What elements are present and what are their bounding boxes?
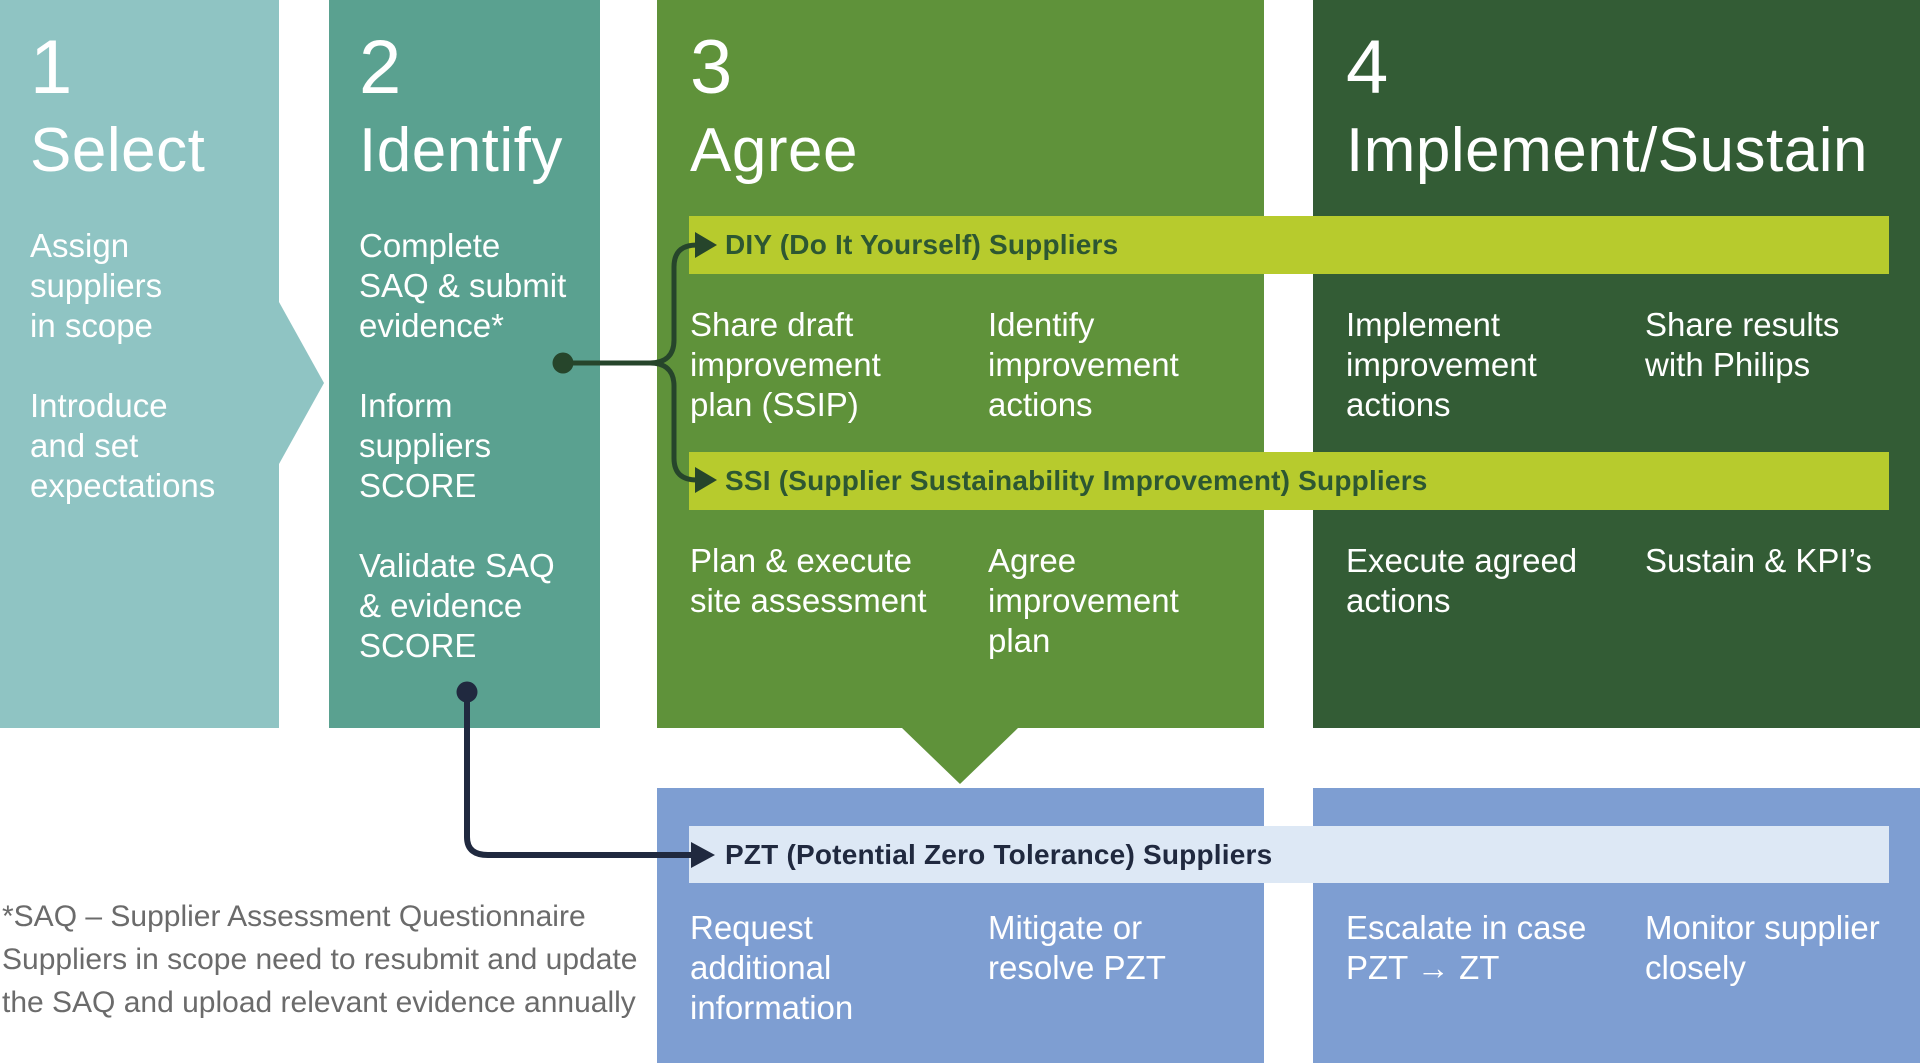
pzt-banner-label: PZT (Potential Zero Tolerance) Suppliers [725,838,1273,870]
step4-item-sustain-kpi: Sustain & KPI’s [1645,542,1872,579]
step1-item-assign: Assign suppliers in scope [30,227,163,344]
step4-item-execute-agreed: Execute agreed actions [1346,542,1578,619]
pzt-suppliers-banner: PZT (Potential Zero Tolerance) Suppliers [689,826,1889,883]
step4-item-share-results: Share results with Philips [1645,306,1840,383]
pzt-item-mitigate: Mitigate or resolve PZT [988,909,1166,986]
diy-banner-label: DIY (Do It Yourself) Suppliers [725,229,1119,260]
step1-item-introduce: Introduce and set expectations [30,387,216,504]
step1-chevron-arrow-icon [279,302,324,464]
step4-title: Implement/Sustain [1346,116,1868,185]
ssi-suppliers-banner: SSI (Supplier Sustainability Improvement… [689,452,1889,510]
step2-title: Identify [359,116,563,185]
step3-number: 3 [690,25,733,110]
step3-item-share-draft: Share draft improvement plan (SSIP) [690,306,881,423]
step1-select-panel [0,0,279,728]
ssi-banner-label: SSI (Supplier Sustainability Improvement… [725,465,1428,496]
pzt-item-request-info: Request additional information [690,909,854,1026]
step2-item-complete-saq: Complete SAQ & submit evidence* [359,227,567,344]
pzt-item-monitor: Monitor supplier closely [1645,909,1880,986]
step4-item-implement-actions: Implement improvement actions [1346,306,1537,423]
step2-item-inform: Inform suppliers SCORE [359,387,492,504]
step3-item-agree-plan: Agree improvement plan [988,542,1179,659]
step3-item-plan-execute: Plan & execute site assessment [690,542,927,619]
step4-implement-panel [1313,0,1920,728]
step3-title: Agree [690,116,858,185]
agree-down-triangle-icon [902,728,1018,784]
step1-number: 1 [30,25,73,110]
step2-item-validate: Validate SAQ & evidence SCORE [359,547,555,664]
step3-agree-panel [657,0,1264,728]
step4-number: 4 [1346,25,1389,110]
step3-item-identify-actions: Identify improvement actions [988,306,1179,423]
pzt-item-escalate: Escalate in case PZT → ZT [1346,909,1587,986]
step1-title: Select [30,116,206,185]
step2-number: 2 [359,25,402,110]
saq-footnote: *SAQ – Supplier Assessment Questionnaire… [2,900,638,1019]
diy-suppliers-banner: DIY (Do It Yourself) Suppliers [689,216,1889,274]
